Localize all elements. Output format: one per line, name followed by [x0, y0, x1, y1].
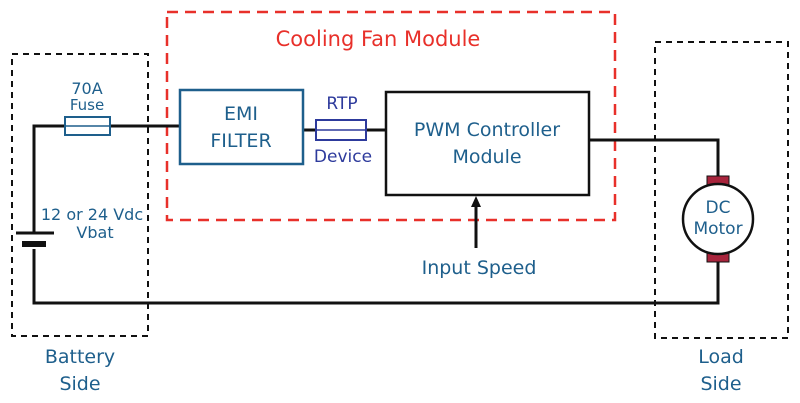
fuse-label: Fuse	[70, 96, 104, 114]
rtp-device-label: Device	[314, 147, 372, 167]
dc-motor-label-line1: DC	[706, 198, 731, 218]
pwm-controller-label-line2: Module	[452, 146, 521, 168]
cooling-fan-module-boundary	[165, 10, 617, 222]
load-side-label-line2: Side	[700, 373, 741, 395]
fuse-rating: 70A	[71, 79, 102, 98]
wire-pwm-to-motor	[589, 138, 720, 176]
wire-motor-return	[32, 249, 720, 305]
input-speed-arrow-head	[471, 196, 481, 207]
battery-side-boundary	[11, 53, 149, 337]
battery-side-label-line2: Side	[59, 373, 100, 395]
pwm-controller-block	[384, 90, 591, 197]
battery-voltage: 12 or 24 Vdc	[41, 205, 143, 224]
cooling-fan-module-title: Cooling Fan Module	[276, 27, 481, 51]
load-side-boundary	[654, 41, 789, 339]
wire-battery-to-fuse	[32, 124, 65, 233]
emi-filter-label-line2: FILTER	[210, 130, 271, 152]
emi-filter-label-line1: EMI	[224, 103, 258, 125]
emi-filter-block	[178, 88, 305, 166]
input-speed-label: Input Speed	[422, 257, 537, 279]
battery-side-label-line1: Battery	[45, 346, 115, 368]
load-side-label-line1: Load	[698, 346, 744, 368]
rtp-label: RTP	[326, 94, 357, 114]
dc-motor-label-line2: Motor	[693, 219, 742, 239]
dc-motor-icon	[681, 182, 755, 256]
battery-voltage-label: Vbat	[76, 223, 113, 242]
circuit-wires	[32, 124, 720, 305]
pwm-controller-label-line1: PWM Controller	[414, 119, 560, 141]
